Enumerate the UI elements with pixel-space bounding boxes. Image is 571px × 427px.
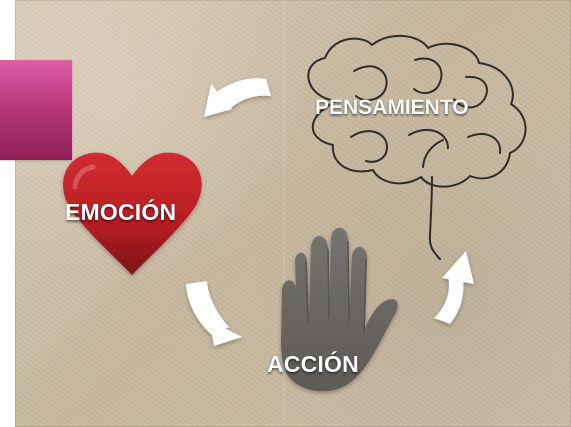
heart-icon — [63, 152, 202, 275]
emotion-label: EMOCIÓN — [65, 199, 177, 225]
pink-side-tab — [0, 60, 72, 160]
curved-arrow-icon — [434, 251, 474, 324]
brain-icon — [307, 34, 527, 260]
thought-label: PENSAMIENTO — [315, 96, 469, 119]
cycle-arrows — [186, 78, 474, 346]
curved-arrow-icon — [204, 78, 271, 117]
hand-icon — [281, 227, 398, 392]
curved-arrow-icon — [186, 281, 242, 346]
background-texture-seam — [283, 0, 285, 427]
action-label: ACCIÓN — [267, 351, 359, 377]
